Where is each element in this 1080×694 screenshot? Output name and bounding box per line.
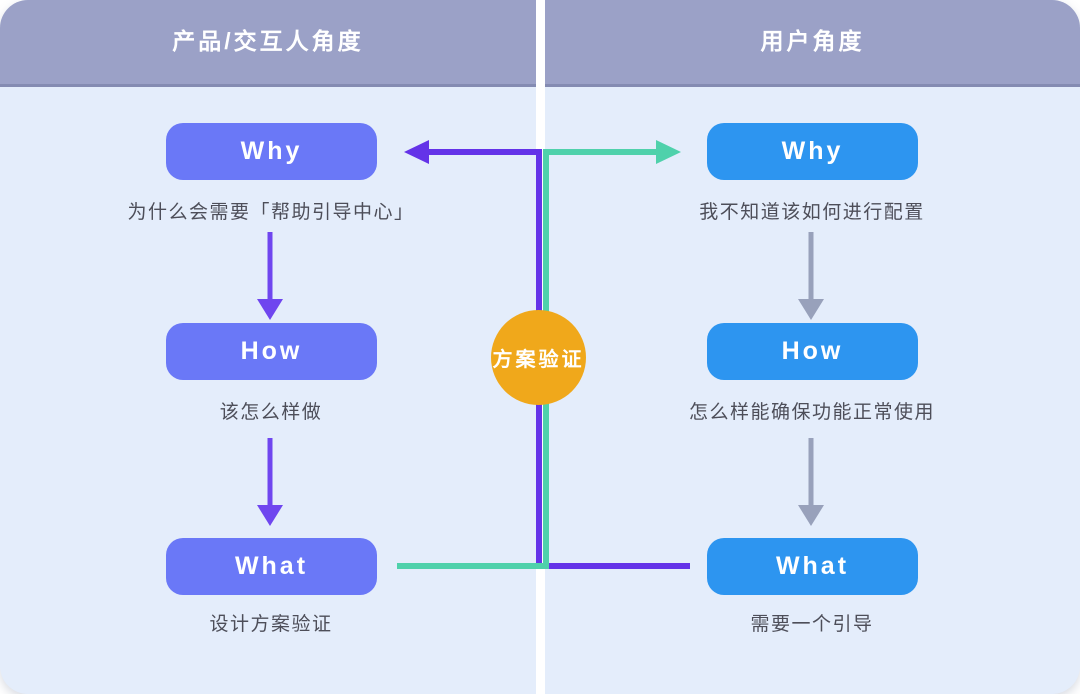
right-how-to-what-arrowhead-icon (798, 505, 824, 526)
purple-left-arrowhead-icon (404, 140, 429, 164)
left-how-to-what-arrowhead-icon (257, 505, 283, 526)
left-what-box: What (166, 538, 377, 595)
header-title-user-perspective: 用户角度 (760, 28, 865, 54)
right-why-caption: 我不知道该如何进行配置 (699, 202, 925, 223)
left-how-box: How (166, 323, 377, 380)
right-how-caption: 怎么样能确保功能正常使用 (688, 402, 935, 423)
left-how-caption: 该怎么样做 (219, 402, 323, 423)
right-what-box: What (707, 538, 918, 595)
left-why-to-how-arrowhead-icon (257, 299, 283, 320)
header-title-product-perspective: 产品/交互人角度 (172, 28, 364, 54)
left-what-caption: 设计方案验证 (209, 614, 333, 635)
solution-validation-badge: 方案验证 (491, 310, 586, 405)
right-why-box: Why (707, 123, 918, 180)
teal-right-arrowhead-icon (656, 140, 681, 164)
right-what-caption: 需要一个引导 (750, 614, 874, 635)
right-why-to-how-arrowhead-icon (798, 299, 824, 320)
left-why-caption: 为什么会需要「帮助引导中心」 (127, 202, 415, 223)
right-how-box: How (707, 323, 918, 380)
left-why-box: Why (166, 123, 377, 180)
